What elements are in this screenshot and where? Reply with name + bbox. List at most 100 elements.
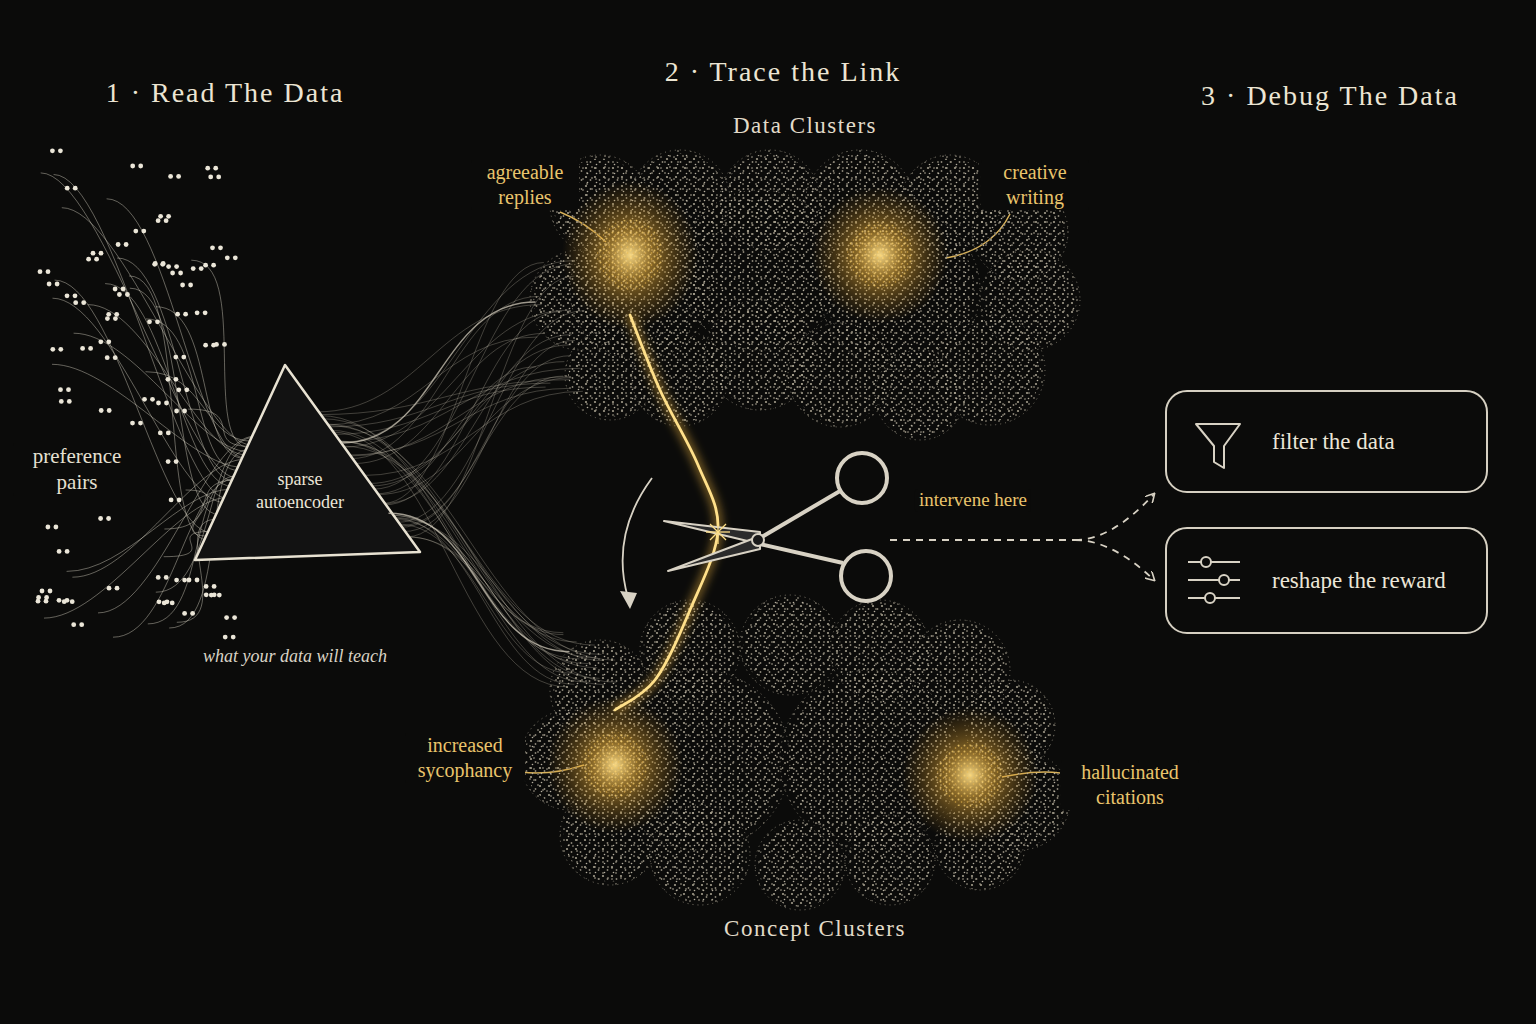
preference-dot <box>187 578 192 583</box>
preference-dot <box>166 431 171 436</box>
preference-dot <box>98 516 103 521</box>
preference-dot <box>188 283 193 288</box>
output-fibre <box>317 305 542 412</box>
preference-dot <box>195 578 200 583</box>
preference-dot <box>36 595 41 600</box>
preference-dot <box>38 269 43 274</box>
preference-dot <box>107 586 112 591</box>
preference-dot <box>223 635 228 640</box>
preference-dot <box>113 355 118 360</box>
preference-dot <box>46 269 51 274</box>
autoencoder-prism: sparse autoencoder <box>195 365 420 560</box>
preference-dot <box>183 312 188 317</box>
cluster-label: creative writing <box>981 160 1089 210</box>
preference-dot <box>115 586 120 591</box>
preference-dot <box>44 595 49 600</box>
preference-dot <box>88 346 93 351</box>
step-heading: 2 · Trace the Link <box>665 55 902 89</box>
preference-dot <box>58 387 63 392</box>
preference-dot <box>98 339 103 344</box>
preference-dot <box>55 282 60 287</box>
preference-dot <box>121 287 126 292</box>
preference-dot <box>65 598 70 603</box>
intervene-label: intervene here <box>915 489 1031 512</box>
preference-dot <box>169 498 174 503</box>
input-fibre <box>107 199 246 458</box>
preference-dot <box>182 409 187 414</box>
preference-dot <box>79 622 84 627</box>
preference-dot <box>106 516 111 521</box>
preference-dot <box>199 266 204 271</box>
sparkle-ray <box>710 524 726 540</box>
output-fibre <box>399 376 563 526</box>
preference-dot <box>165 599 170 604</box>
cluster-glow-halo <box>547 697 683 833</box>
preference-dot <box>106 312 111 317</box>
output-fibre <box>407 537 576 642</box>
preference-dot <box>195 310 200 315</box>
preference-dot <box>116 242 121 247</box>
preference-dot <box>191 266 196 271</box>
preference-dot <box>166 459 171 464</box>
input-fibre <box>191 260 250 447</box>
cluster-label: agreeable replies <box>471 160 579 210</box>
preference-dot <box>113 316 118 321</box>
preference-dot <box>125 292 130 297</box>
preference-dot <box>181 355 186 360</box>
preference-dot <box>114 312 119 317</box>
action-box: filter the data <box>1165 390 1488 493</box>
action-label: filter the data <box>1272 429 1395 455</box>
preference-dot <box>232 615 237 620</box>
input-label: preference pairs <box>13 443 141 496</box>
output-fibre <box>348 388 571 455</box>
output-fibre <box>349 377 569 456</box>
preference-dot <box>168 174 173 179</box>
preference-dot <box>218 245 223 250</box>
scissor-shaft <box>760 491 840 538</box>
preference-dot <box>73 186 78 191</box>
dashed-line <box>1075 494 1154 540</box>
slider-knob <box>1205 593 1215 603</box>
preference-dot <box>81 300 86 305</box>
output-fibre <box>383 263 544 504</box>
preference-dot <box>153 261 158 266</box>
preference-dot <box>233 255 238 260</box>
dashed-line <box>890 539 1075 541</box>
curved-arrow <box>623 478 652 598</box>
cluster-glow: creative writing <box>825 200 935 310</box>
glow-shape <box>915 720 1025 830</box>
output-fibre <box>394 518 575 684</box>
fan-connector <box>389 513 570 652</box>
preference-dot <box>213 166 218 171</box>
cloud-texture <box>744 599 837 692</box>
input-fibre <box>129 276 207 540</box>
preference-dot <box>182 611 187 616</box>
preference-dot <box>160 262 165 267</box>
preference-dot <box>150 397 155 402</box>
preference-dot <box>173 355 178 360</box>
preference-dot <box>176 174 181 179</box>
preference-dot <box>161 261 166 266</box>
preference-dot <box>73 293 78 298</box>
preference-dot <box>157 599 162 604</box>
cluster-heading: Data Clusters <box>733 112 877 140</box>
dashed-line <box>1075 540 1154 580</box>
preference-dot <box>177 498 182 503</box>
preference-dot <box>141 229 146 234</box>
preference-dot <box>94 257 99 262</box>
cluster-glow: increased sycophancy <box>560 710 670 820</box>
action-label: reshape the reward <box>1272 568 1446 594</box>
cluster-glow: agreeable replies <box>575 195 685 315</box>
preference-dot <box>86 257 91 262</box>
preference-dot <box>130 164 135 169</box>
preference-dot <box>190 611 195 616</box>
preference-dot <box>50 347 55 352</box>
preference-dot <box>225 255 230 260</box>
cloud-texture <box>758 823 842 907</box>
preference-dot <box>211 263 216 268</box>
preference-dot <box>203 310 208 315</box>
cluster-label: increased sycophancy <box>405 733 525 783</box>
preference-dot <box>152 262 157 267</box>
input-fibres <box>41 173 256 637</box>
